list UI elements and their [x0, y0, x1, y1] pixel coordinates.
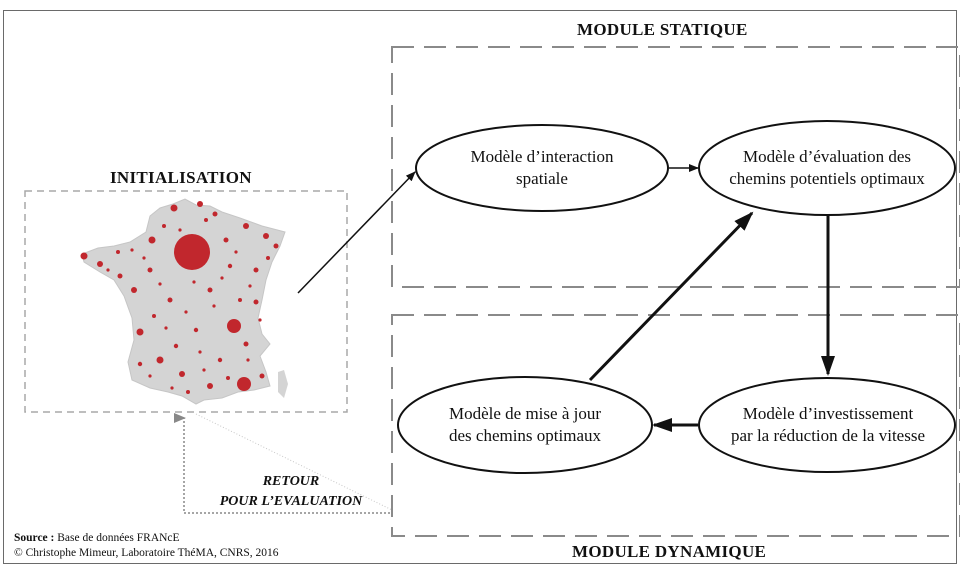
retour-label: RETOUR POUR L’EVALUATION [196, 472, 386, 512]
copyright-line: © Christophe Mimeur, Laboratoire ThéMA, … [14, 547, 279, 559]
label-interaction: Modèle d’interaction spatiale [432, 140, 652, 196]
city-dots [80, 201, 279, 394]
arrow-mise-a-jour-to-evaluation [588, 211, 754, 382]
ellipse-interaction [415, 124, 669, 212]
initialisation-title: INITIALISATION [110, 168, 252, 187]
label-investissement-line2: par la réduction de la vitesse [730, 426, 925, 445]
retour-line2: POUR L’EVALUATION [219, 494, 363, 509]
city-dot-lyon [227, 319, 241, 333]
source-text: Base de données FRANcE [57, 532, 180, 544]
france-map [80, 198, 288, 405]
label-investissement-line1: Modèle d’investissement [742, 404, 914, 423]
city-dot-paris [174, 234, 210, 270]
label-mise-a-jour: Modèle de mise à jour des chemins optima… [410, 397, 640, 453]
label-evaluation-line1: Modèle d’évaluation des [742, 147, 912, 166]
ellipse-investissement [698, 377, 956, 473]
city-dot-marseille [237, 377, 251, 391]
label-mise-a-jour-line1: Modèle de mise à jour [448, 404, 601, 423]
module-dynamique-title: MODULE DYNAMIQUE [572, 542, 767, 561]
label-interaction-line1: Modèle d’interaction [470, 147, 614, 166]
initialisation-box [24, 190, 348, 413]
label-evaluation: Modèle d’évaluation des chemins potentie… [707, 140, 947, 196]
retour-line1: RETOUR [262, 474, 320, 489]
arrow-init-to-interaction [297, 171, 416, 294]
ellipse-evaluation [698, 120, 956, 216]
retour-guide-line [195, 413, 393, 511]
retour-dotted-path [174, 413, 390, 514]
source-line: Source : Base de données FRANcE [14, 531, 279, 546]
label-investissement: Modèle d’investissement par la réduction… [704, 397, 952, 453]
source-label: Source : [14, 532, 55, 544]
corsica-shape [278, 370, 288, 398]
label-interaction-line2: spatiale [516, 169, 568, 188]
module-dynamique-box [391, 314, 960, 537]
module-statique-title: MODULE STATIQUE [577, 20, 748, 39]
label-evaluation-line2: chemins potentiels optimaux [729, 169, 925, 188]
label-mise-a-jour-line2: des chemins optimaux [448, 426, 602, 445]
module-statique-box [391, 46, 960, 288]
source-block: Source : Base de données FRANcE © Christ… [14, 531, 279, 561]
